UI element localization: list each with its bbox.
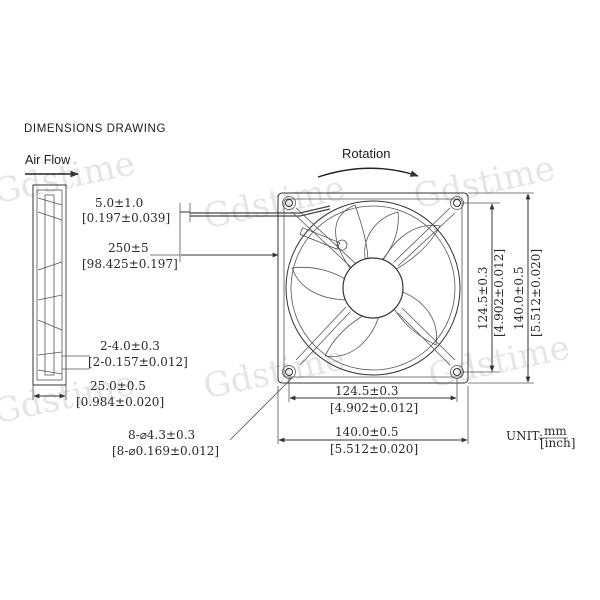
watermark-text: Gdstime xyxy=(200,338,348,407)
watermark-text: Gdstime xyxy=(200,168,348,237)
dim-25-mm: 25.0±0.5 xyxy=(90,379,146,393)
dim-124-vertical-inch: [4.902±0.012] xyxy=(492,249,506,337)
watermark-text: Gdstime xyxy=(410,148,558,217)
fan-hub xyxy=(342,257,404,319)
vertical-dimensions xyxy=(462,192,534,384)
fan-side-view xyxy=(32,184,67,386)
airflow-label: Air Flow xyxy=(25,153,71,167)
dim-140-vertical-inch: [5.512±0.020] xyxy=(529,249,543,337)
horizontal-dimensions xyxy=(277,378,469,444)
unit-mm: mm xyxy=(544,424,567,438)
dim-5-mm: 5.0±1.0 xyxy=(95,196,143,210)
dim-140-horizontal-inch: [5.512±0.020] xyxy=(330,442,418,456)
struts xyxy=(291,207,456,366)
unit-label: UNIT: xyxy=(506,429,543,443)
dim-holes-mm: 8-⌀4.3±0.3 xyxy=(128,428,195,442)
dim-124-horizontal-inch: [4.902±0.012] xyxy=(330,401,418,415)
dim-2-4-mm: 2-4.0±0.3 xyxy=(100,339,160,353)
dim-25-inch: [0.984±0.020] xyxy=(76,395,164,409)
rotation-label: Rotation xyxy=(342,146,390,161)
dim-holes-inch: [8-⌀0.169±0.012] xyxy=(112,444,219,458)
dim-124-vertical-mm: 124.5±0.3 xyxy=(476,267,490,331)
cable-dimensions xyxy=(150,203,331,262)
side-dimensions xyxy=(32,186,90,400)
dim-140-horizontal-mm: 140.0±0.5 xyxy=(335,425,399,439)
unit-inch: [inch] xyxy=(540,436,575,450)
drawing-title: DIMENSIONS DRAWING xyxy=(24,123,166,135)
dim-250-inch: [98.425±0.197] xyxy=(82,257,178,271)
fan-front-view xyxy=(277,192,469,384)
dim-124-horizontal-mm: 124.5±0.3 xyxy=(335,384,399,398)
dim-2-4-inch: [2-0.157±0.012] xyxy=(88,355,188,369)
rotation-arrow xyxy=(317,167,419,178)
dim-250-mm: 250±5 xyxy=(108,241,149,255)
dim-5-inch: [0.197±0.039] xyxy=(82,211,170,225)
dim-140-vertical-mm: 140.0±0.5 xyxy=(512,267,526,331)
hole-leader xyxy=(229,377,293,441)
unit-legend: UNIT: mm [inch] xyxy=(506,424,575,450)
